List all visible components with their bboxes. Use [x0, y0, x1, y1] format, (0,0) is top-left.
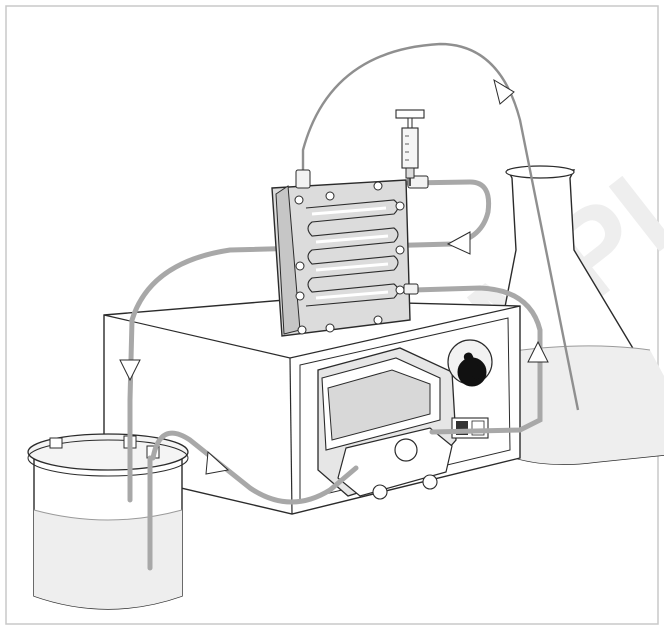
pump-screw-2 [422, 474, 438, 490]
cell-bolt-5 [395, 245, 405, 255]
speed-knob [447, 339, 493, 387]
erlenmeyer-flask [486, 165, 664, 465]
arrow-up-cell [527, 340, 549, 363]
serpentine-channel [305, 199, 399, 307]
cell-bolt-1 [294, 195, 304, 205]
cell-bolt-9 [297, 325, 307, 335]
syringe-plunger-cap [395, 109, 425, 119]
pump-screw-1 [372, 484, 388, 500]
cell-bolt-2 [325, 191, 335, 201]
top-left-fitting [295, 169, 311, 189]
beaker-reservoir [27, 433, 189, 610]
tube-cell-to-flask [301, 42, 580, 411]
electrochemical-flow-cell [271, 179, 411, 337]
tube-beaker-to-pump [150, 430, 359, 505]
arrow-to-pump [205, 450, 230, 475]
arrow-to-flask [493, 78, 515, 105]
syringe [395, 109, 425, 186]
flask-liquid [487, 345, 664, 465]
flow-arrows [119, 78, 549, 475]
beaker-liquid [34, 510, 182, 609]
syringe-barrel [401, 127, 419, 169]
right-fitting-upper [407, 175, 429, 189]
lid-port-1 [49, 437, 63, 449]
cell-bolt-4 [395, 201, 405, 211]
power-switch [451, 417, 489, 439]
cell-bolt-11 [295, 291, 305, 301]
cell-fittings [295, 169, 429, 295]
arrow-down-beaker [119, 359, 141, 382]
cell-bolt-6 [395, 285, 405, 295]
cell-bolt-3 [373, 181, 383, 191]
pump-rotor-hub [394, 438, 418, 462]
pump-head [317, 347, 457, 500]
cell-bolt-7 [373, 315, 383, 325]
cell-bolt-8 [325, 323, 335, 333]
flask-rim [505, 165, 575, 179]
image-frame [5, 5, 659, 625]
cell-bolt-10 [295, 261, 305, 271]
arrow-return [446, 231, 471, 255]
right-fitting-lower [403, 283, 419, 295]
